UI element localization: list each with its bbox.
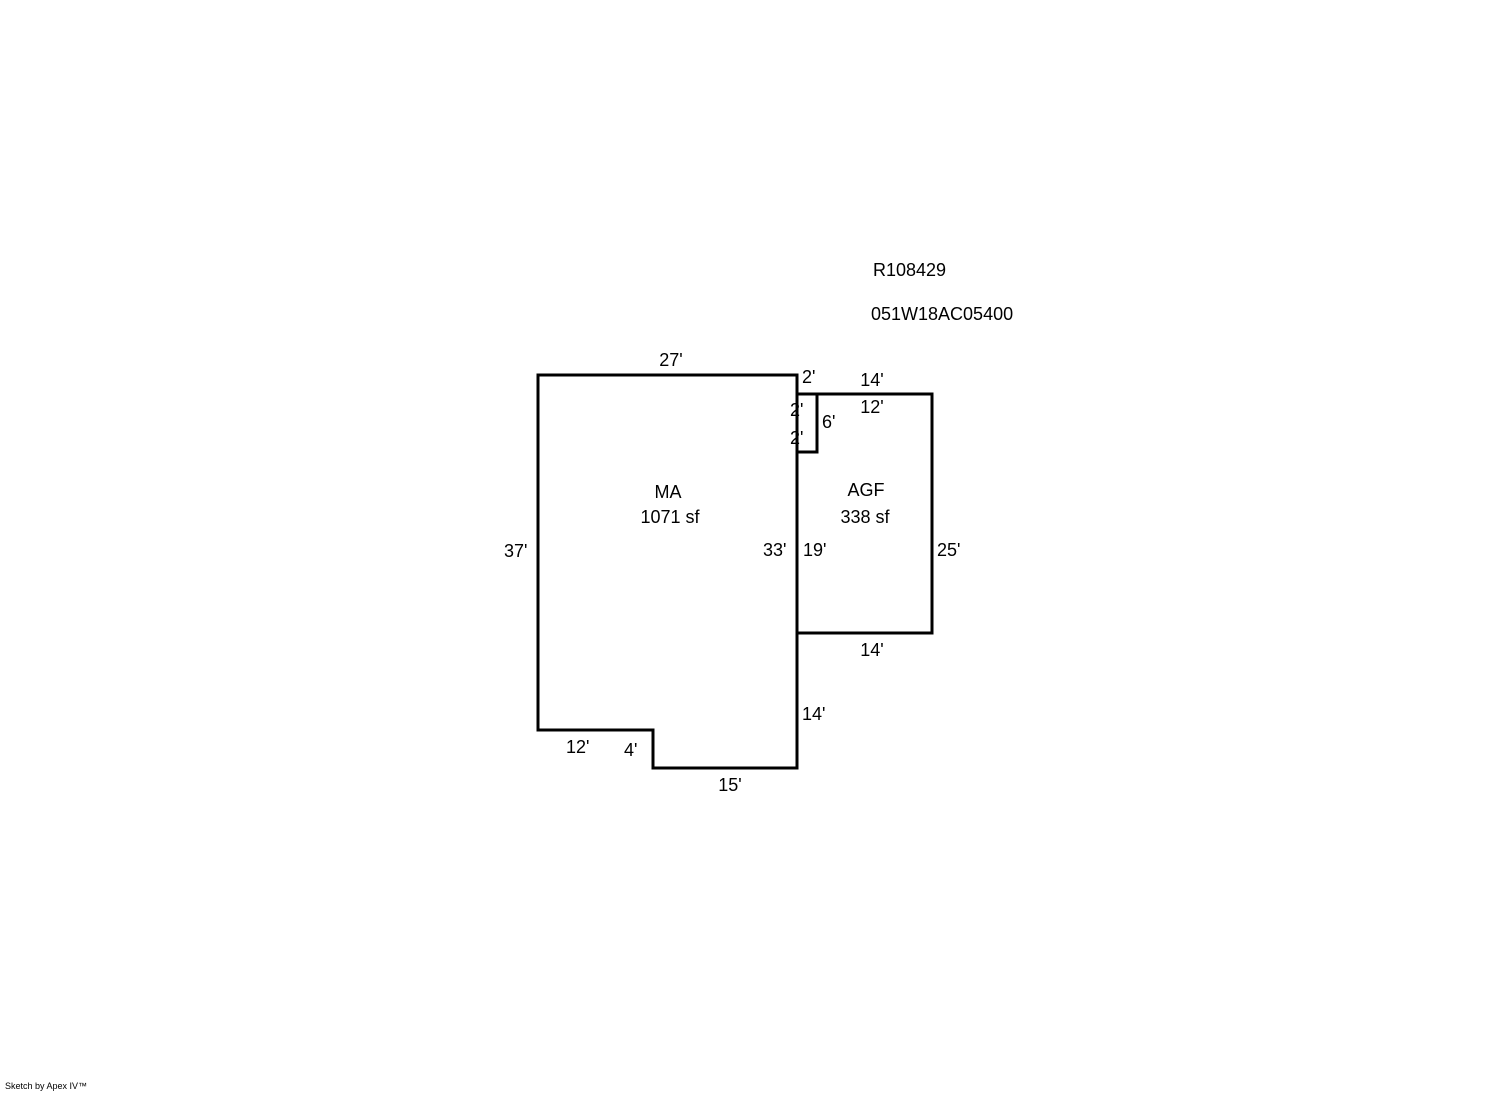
- ma-area: 1071 sf: [640, 507, 700, 527]
- agf-area: 338 sf: [840, 507, 890, 527]
- dim-ma-notch-a: 2': [790, 400, 804, 420]
- ma-outline: [536, 373, 819, 770]
- dim-ma-bottom-left: 12': [566, 737, 590, 757]
- dim-ma-top: 27': [659, 350, 683, 370]
- agf-outline: [795, 392, 934, 635]
- dim-ma-right-lower: 14': [802, 704, 826, 724]
- dim-ma-notch-top: 2': [802, 367, 816, 387]
- dim-ma-left: 37': [504, 541, 528, 561]
- dim-agf-bottom: 14': [860, 640, 884, 660]
- dim-ma-notch-b: 2': [790, 428, 804, 448]
- dim-ma-bottom: 15': [718, 775, 742, 795]
- dim-agf-top-outer: 14': [860, 370, 884, 390]
- dim-ma-right: 33': [763, 540, 787, 560]
- map-tax-lot: 051W18AC05400: [871, 304, 1014, 324]
- dim-agf-left: 19': [803, 540, 827, 560]
- account-id: R108429: [873, 260, 947, 280]
- dim-agf-top-inner: 12': [860, 397, 884, 417]
- sketch-credit: Sketch by Apex IV™: [5, 1081, 88, 1091]
- agf-label: AGF: [847, 480, 885, 500]
- ma-label: MA: [654, 482, 682, 502]
- dim-ma-step: 4': [624, 740, 638, 760]
- dim-agf-right: 25': [937, 540, 961, 560]
- dim-agf-notch: 6': [822, 412, 836, 432]
